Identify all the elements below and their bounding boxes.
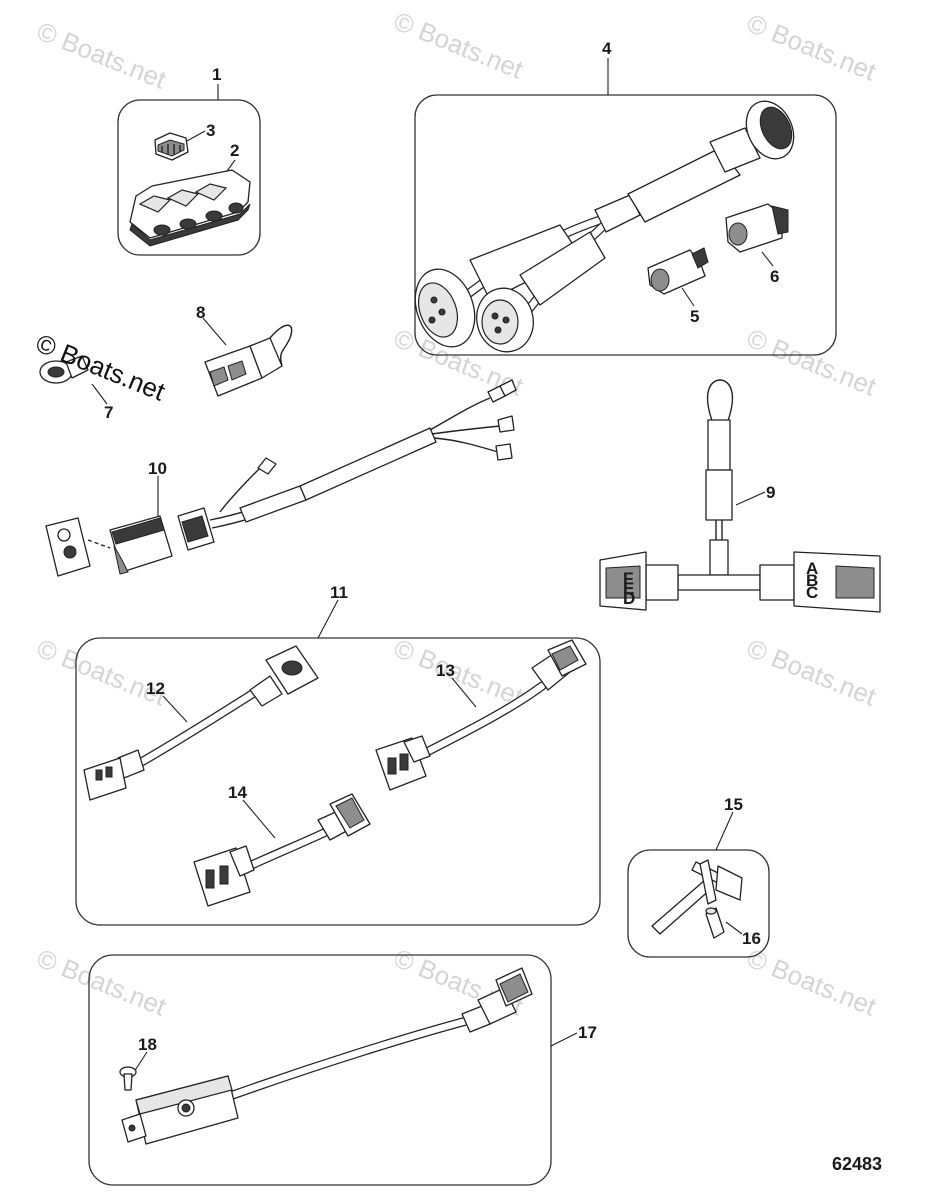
watermark-text: © Boats.net [390, 6, 528, 85]
callout-8: 8 [196, 303, 205, 322]
part-14-adapter-harness [193, 793, 371, 907]
part-9-t-harness: F E D A B C [599, 379, 881, 613]
callout-4: 4 [602, 39, 612, 58]
callout-17: 17 [578, 1023, 597, 1042]
pin-label-B: B [806, 571, 818, 590]
callout-12: 12 [146, 679, 165, 698]
part-18-screw [119, 1066, 137, 1091]
part-12-adapter-harness [83, 645, 319, 801]
part-17-sensor-harness [121, 967, 533, 1145]
leader-lines [91, 58, 774, 1073]
callout-2: 2 [230, 141, 239, 160]
callout-9: 9 [766, 483, 775, 502]
pin-label-D: D [623, 589, 635, 608]
part-3-plug [154, 132, 189, 161]
pin-label-F: F [623, 569, 633, 588]
group-box-1 [117, 99, 261, 256]
watermark-text: © Boats.net [743, 8, 881, 87]
part-16-pin [705, 907, 725, 939]
watermark-text: © Boats.net [390, 633, 528, 712]
callout-16: 16 [742, 929, 761, 948]
group-box-4 [414, 94, 837, 356]
watermark-text: © Boats.net [743, 633, 881, 712]
part-15-tool [651, 859, 743, 935]
pin-label-E: E [623, 579, 634, 598]
callout-5: 5 [690, 307, 699, 326]
part-10-switch-harness [45, 379, 517, 577]
part-8-jumper-plug [204, 324, 293, 397]
callout-10: 10 [148, 459, 167, 478]
watermark-text: © Boats.net [33, 633, 171, 712]
part-6-connector [725, 203, 789, 253]
part-13-adapter-harness [375, 639, 587, 791]
part-2-connector-bracket [129, 169, 251, 247]
group-box-17 [88, 954, 552, 1186]
pin-label-A: A [806, 559, 818, 578]
callout-11: 11 [330, 583, 348, 602]
callout-14: 14 [228, 783, 247, 802]
part-4-y-harness [414, 100, 795, 353]
watermark-text: © Boats.net [743, 323, 881, 402]
callout-numbers: 1 2 3 4 5 6 7 8 9 10 11 12 13 14 15 16 1… [104, 39, 779, 1054]
watermark-text: © Boats.net [743, 943, 881, 1022]
callout-3: 3 [206, 121, 215, 140]
callout-15: 15 [724, 795, 743, 814]
group-box-15 [627, 849, 770, 958]
callout-6: 6 [770, 267, 779, 286]
part-5-connector [647, 247, 709, 295]
figure-number: 62483 [832, 1154, 882, 1174]
group-box-11 [75, 637, 601, 926]
watermark-text: © Boats.net [33, 16, 171, 95]
pin-label-C: C [806, 583, 818, 602]
callout-18: 18 [138, 1035, 157, 1054]
callout-1: 1 [212, 65, 221, 84]
callout-7: 7 [104, 403, 113, 422]
part-7-clip [39, 355, 89, 384]
callout-13: 13 [436, 661, 455, 680]
